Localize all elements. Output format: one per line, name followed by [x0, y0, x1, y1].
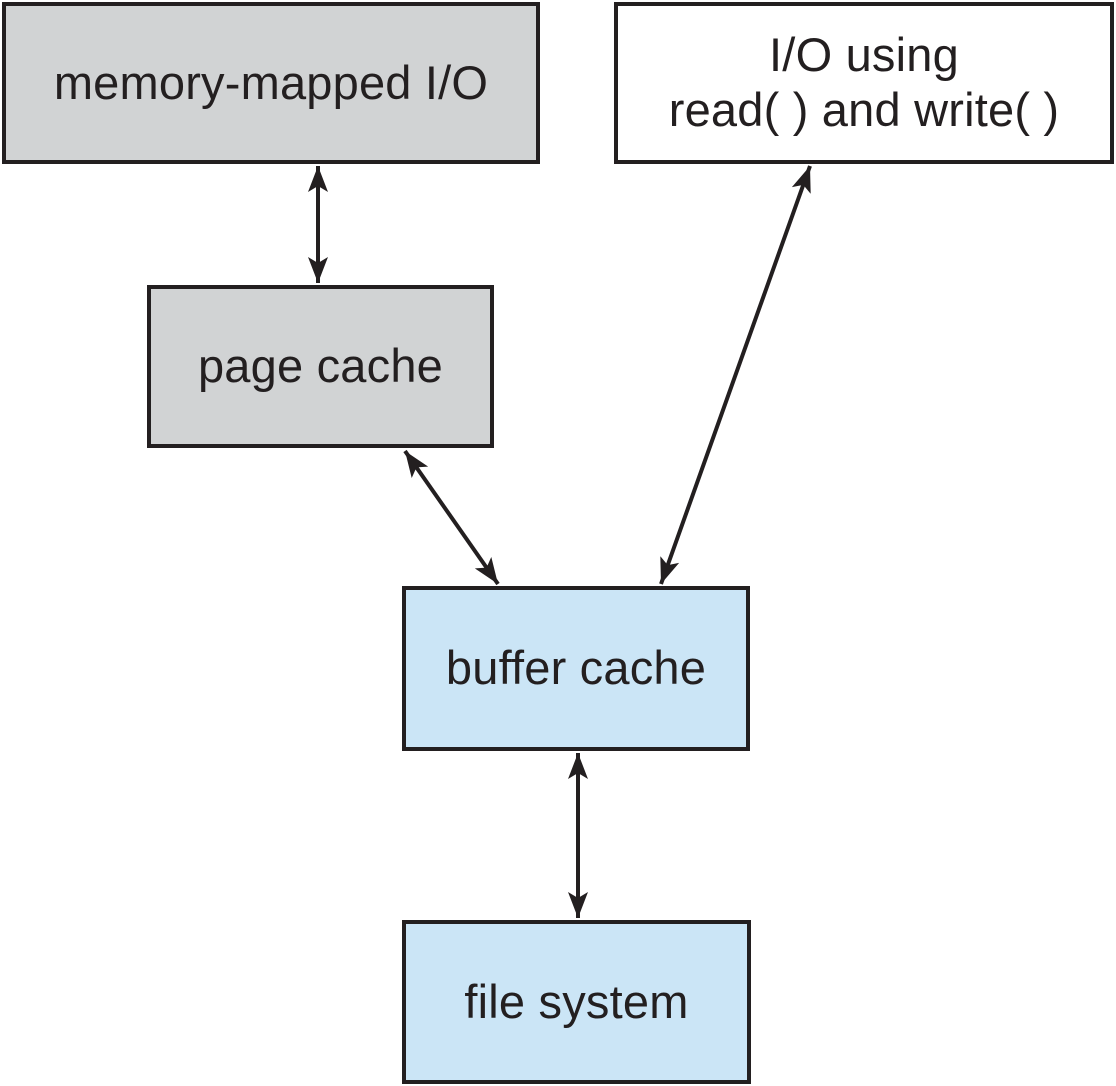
node-io-read-write-label-line2: read( ) and write( ): [668, 83, 1060, 136]
node-buffer-cache-label: buffer cache: [445, 641, 707, 694]
node-buffer-cache: buffer cache: [402, 586, 750, 751]
node-file-system-label: file system: [464, 974, 689, 1028]
edge-page-cache-buffer-cache: [403, 449, 500, 586]
node-file-system: file system: [402, 920, 751, 1084]
node-page-cache-label: page cache: [197, 339, 444, 392]
node-page-cache: page cache: [147, 285, 494, 448]
edge-io-read-write-buffer-cache: [659, 165, 812, 585]
node-io-read-write: I/O using read( ) and write( ): [614, 2, 1114, 164]
node-memory-mapped-io: memory-mapped I/O: [2, 2, 540, 164]
node-memory-mapped-io-label: memory-mapped I/O: [53, 55, 489, 109]
node-io-read-write-label-line1: I/O using: [769, 28, 959, 82]
